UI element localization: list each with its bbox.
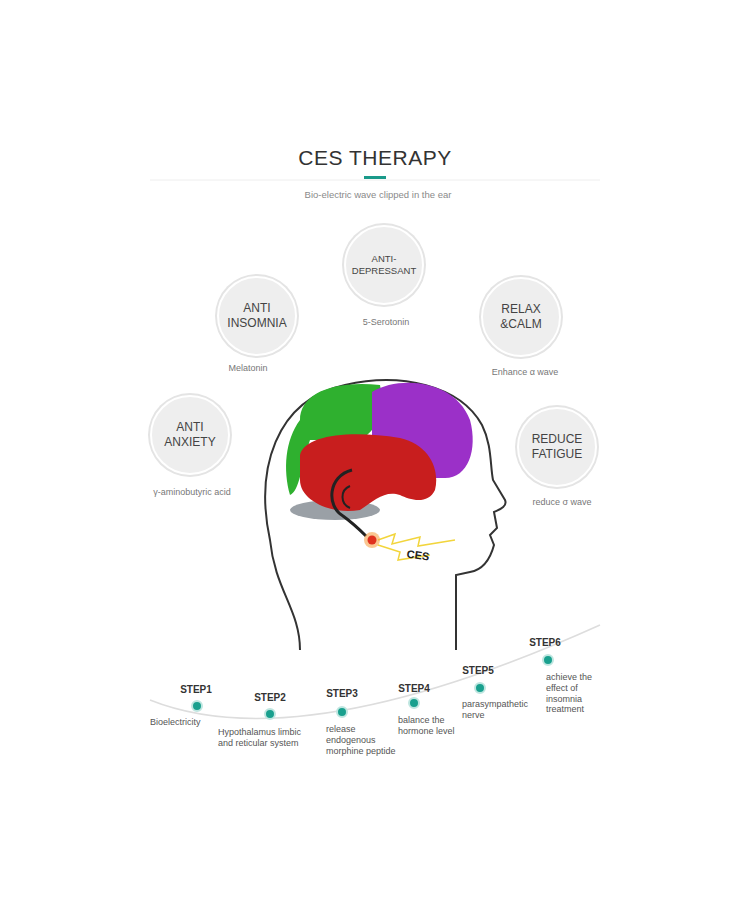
subtitle: Bio-electric wave clipped in the ear — [218, 189, 538, 200]
electrode-dot — [368, 536, 377, 545]
circle-heading: ANTI INSOMNIA — [219, 301, 295, 331]
step-number: STEP3 — [317, 688, 367, 700]
step-number: STEP6 — [520, 637, 570, 649]
feature-circle: REDUCE FATIGUEreduce σ wave — [517, 407, 597, 487]
circle-caption: Melatonin — [228, 363, 267, 373]
electrode-halo — [364, 532, 380, 548]
step-dot — [409, 698, 419, 708]
step-number: STEP4 — [389, 683, 439, 695]
diagram-title: CES THERAPY — [0, 146, 750, 170]
step-number: STEP5 — [453, 665, 503, 677]
circle-caption: Enhance α wave — [492, 367, 559, 377]
step-curve — [150, 625, 600, 718]
step-dot — [543, 655, 553, 665]
step-number: STEP1 — [171, 684, 221, 696]
rule-line — [150, 180, 600, 181]
head-outline — [265, 380, 505, 650]
step-text: balance the hormone level — [398, 715, 464, 737]
circle-caption: reduce σ wave — [532, 497, 591, 507]
feature-circle: ANTI ANXIETYγ-aminobutyric acid — [150, 395, 230, 475]
step-text: Bioelectricity — [150, 717, 230, 728]
circle-caption: 5-Serotonin — [363, 317, 410, 327]
lightning-bolt — [378, 534, 455, 546]
circle-heading: REDUCE FATIGUE — [519, 432, 595, 462]
title-underline — [364, 176, 386, 179]
step-number: STEP2 — [245, 692, 295, 704]
ear-inner — [343, 486, 351, 508]
feature-circle: RELAX &CALMEnhance α wave — [481, 277, 561, 357]
ear-outline — [332, 470, 366, 536]
circle-caption: γ-aminobutyric acid — [153, 487, 231, 497]
step-dot — [475, 683, 485, 693]
circle-heading: ANTI ANXIETY — [152, 420, 228, 450]
step-text: parasympathetic nerve — [462, 699, 540, 721]
step-dot — [265, 709, 275, 719]
feature-circle: ANTI INSOMNIAMelatonin — [217, 276, 297, 356]
step-text: release endogenous morphine peptide — [326, 724, 406, 756]
circle-heading: RELAX &CALM — [483, 302, 559, 332]
brain-red-lobe — [300, 434, 436, 511]
step-dot — [192, 701, 202, 711]
circle-heading: ANTI-DEPRESSANT — [346, 253, 422, 277]
feature-circle: ANTI-DEPRESSANT5-Serotonin — [344, 225, 424, 305]
step-text: achieve the effect of insomnia treatment — [546, 672, 600, 715]
step-text: Hypothalamus limbic and reticular system — [218, 727, 318, 749]
step-dot — [337, 707, 347, 717]
